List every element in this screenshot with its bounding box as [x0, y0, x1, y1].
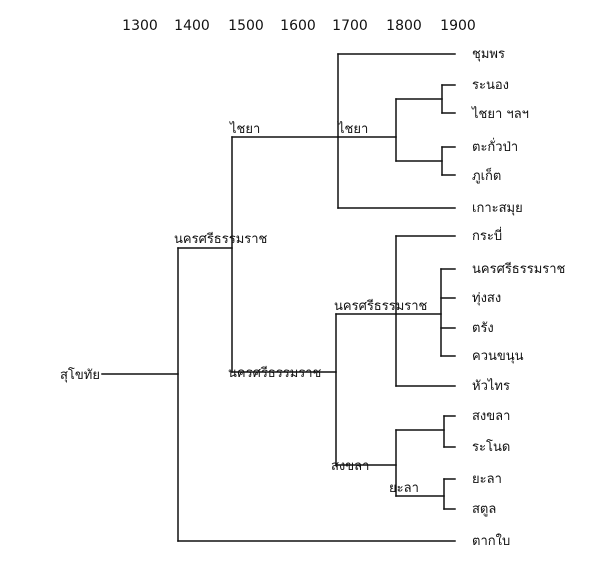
nakhon3-label: นครศรีธรรมราช [334, 298, 428, 314]
leaf-huasai: หัวไทร [472, 378, 510, 394]
leaf-phuket: ภูเก็ต [472, 166, 501, 184]
timeline: 1300 1400 1500 1600 1700 1800 1900 [122, 18, 476, 34]
leaf-nakhon: นครศรีธรรมราช [472, 261, 566, 277]
leaf-chumphon: ชุมพร [472, 47, 505, 62]
yala-node-label: ยะลา [389, 481, 419, 496]
chaiya2-label: ไชยา [337, 121, 368, 137]
timeline-tick-1500: 1500 [228, 18, 264, 34]
leaf-songkhla: สงขลา [472, 409, 510, 424]
leaf-trang: ตรัง [472, 321, 494, 336]
leaf-labels: ชุมพร ระนอง ไชยา ฯลฯ ตะกั่วป่า ภูเก็ต เก… [471, 47, 566, 549]
leaf-satun: สตูล [472, 502, 496, 517]
center1-label: นครศรีธรรมราช [174, 231, 268, 247]
timeline-tick-1800: 1800 [386, 18, 422, 34]
leaf-yala: ยะลา [472, 472, 502, 487]
leaf-takuapa: ตะกั่วป่า [472, 138, 518, 155]
songkhla-node-label: สงขลา [331, 459, 369, 474]
internal-labels: สุโขทัย นครศรีธรรมราช ไชยา ไชยา นครศรีธร… [60, 121, 428, 496]
leaf-ranong: ระนอง [472, 78, 509, 93]
leaf-chaiya-etc: ไชยา ฯลฯ [471, 106, 529, 122]
timeline-tick-1700: 1700 [332, 18, 368, 34]
leaf-takbai: ตากใบ [472, 533, 510, 549]
leaf-ranot: ระโนด [472, 439, 510, 455]
leaf-samui: เกาะสมุย [472, 201, 523, 216]
timeline-tick-1300: 1300 [122, 18, 158, 34]
timeline-tick-1600: 1600 [280, 18, 316, 34]
timeline-tick-1900: 1900 [440, 18, 476, 34]
tree-lines [101, 53, 456, 542]
leaf-thungsong: ทุ่งสง [472, 291, 501, 306]
chaiya1-label: ไชยา [229, 121, 260, 137]
leaf-khuankhanun: ควนขนุน [472, 349, 524, 364]
leaf-krabi: กระบี่ [472, 227, 502, 244]
timeline-tick-1400: 1400 [174, 18, 210, 34]
root-label: สุโขทัย [60, 367, 100, 383]
nakhon2-label: นครศรีธรรมราช [228, 365, 322, 381]
